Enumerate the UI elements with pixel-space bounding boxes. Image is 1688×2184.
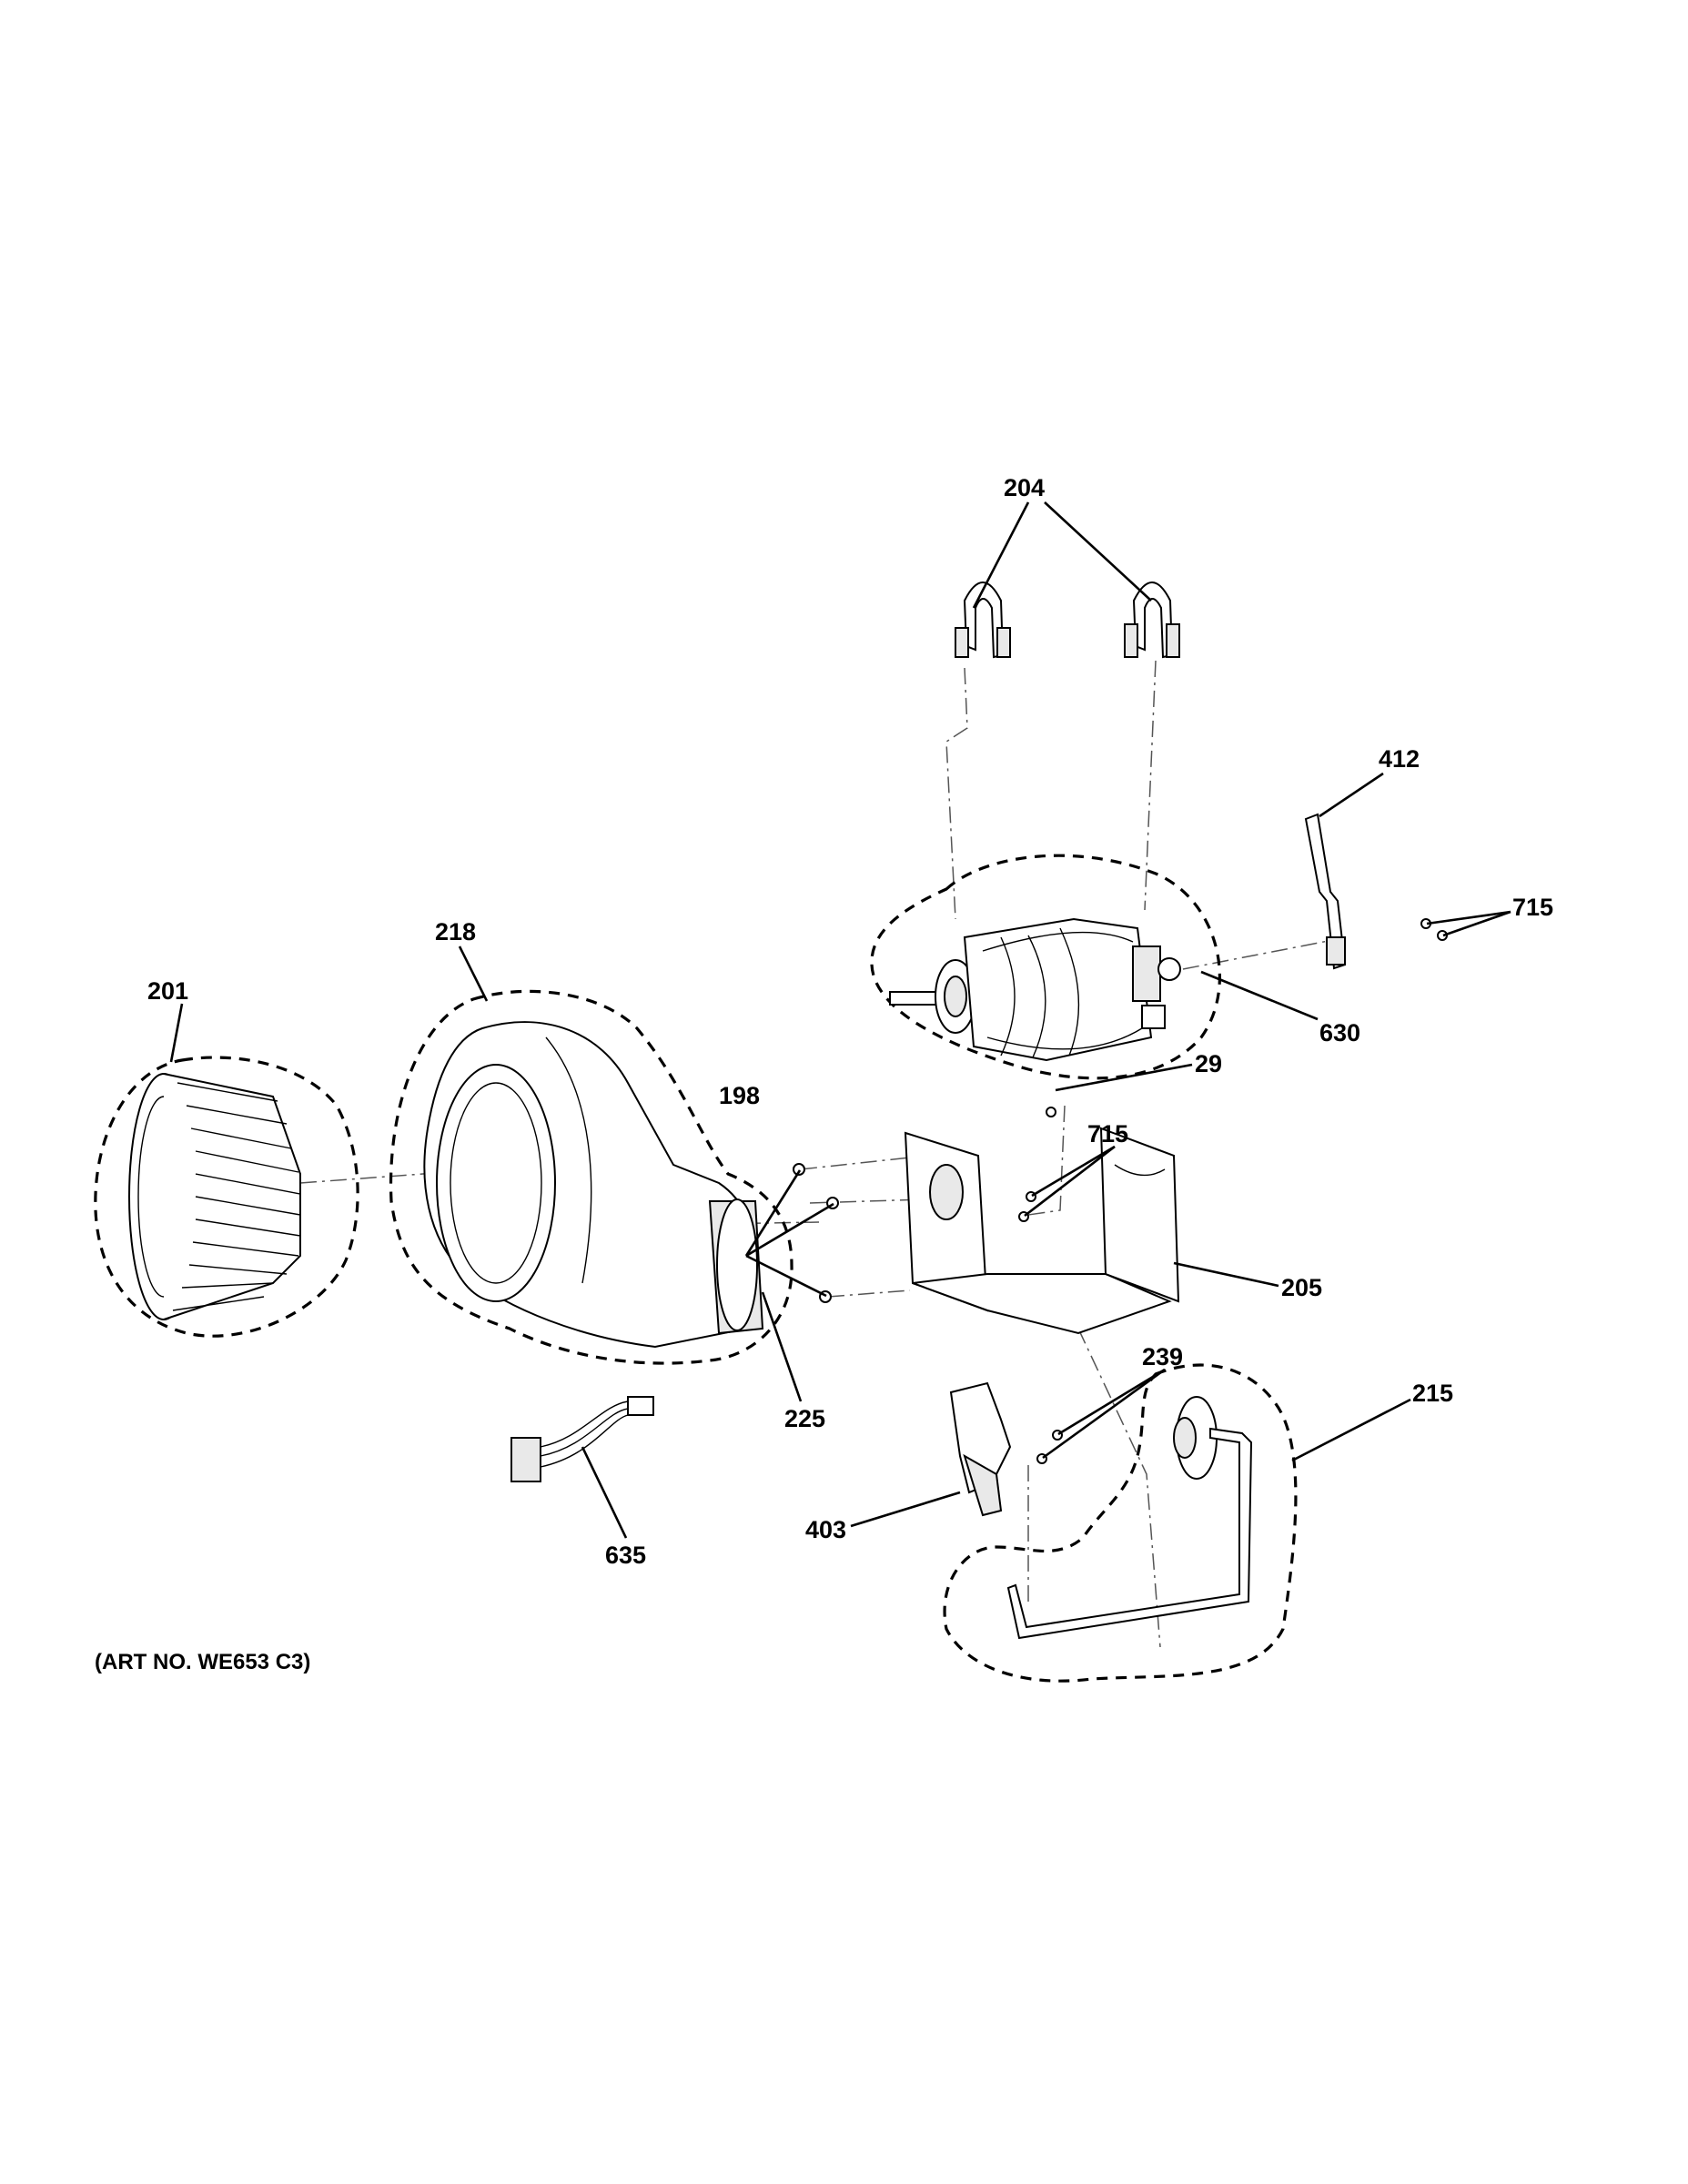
callout-201: 201 <box>147 977 188 1005</box>
callout-715-mid: 715 <box>1087 1120 1128 1148</box>
callout-205: 205 <box>1281 1274 1322 1301</box>
blower-wheel <box>94 1056 359 1338</box>
callout-635: 635 <box>605 1542 646 1569</box>
center-lines <box>299 660 1339 1648</box>
callout-403: 403 <box>805 1516 846 1543</box>
callout-29: 29 <box>1195 1050 1222 1077</box>
callout-215: 215 <box>1412 1380 1453 1407</box>
callout-239: 239 <box>1142 1343 1183 1370</box>
switch-bracket <box>1304 813 1347 970</box>
callout-630: 630 <box>1319 1019 1360 1046</box>
blower-housing <box>389 989 793 1365</box>
callout-labels: 204 412 715 218 201 630 198 29 715 205 2… <box>95 474 1553 1674</box>
callout-715-top: 715 <box>1512 894 1553 921</box>
art-number: (ART NO. WE653 C3) <box>95 1650 310 1674</box>
motor-clip-left <box>955 581 1011 659</box>
callout-218: 218 <box>435 918 476 945</box>
callout-412: 412 <box>1379 745 1420 773</box>
screws-198 <box>793 1163 839 1303</box>
leader-lines <box>169 501 1511 1539</box>
callout-204: 204 <box>1004 474 1045 501</box>
motor-mount <box>904 1107 1180 1335</box>
drive-motor <box>870 854 1221 1080</box>
callout-198: 198 <box>719 1082 760 1109</box>
motor-clip-right <box>1124 581 1180 659</box>
idler-pulley-assembly <box>943 1363 1298 1683</box>
idler-bracket <box>949 1381 1063 1517</box>
callout-225: 225 <box>784 1405 825 1432</box>
wire-harness <box>510 1396 654 1482</box>
